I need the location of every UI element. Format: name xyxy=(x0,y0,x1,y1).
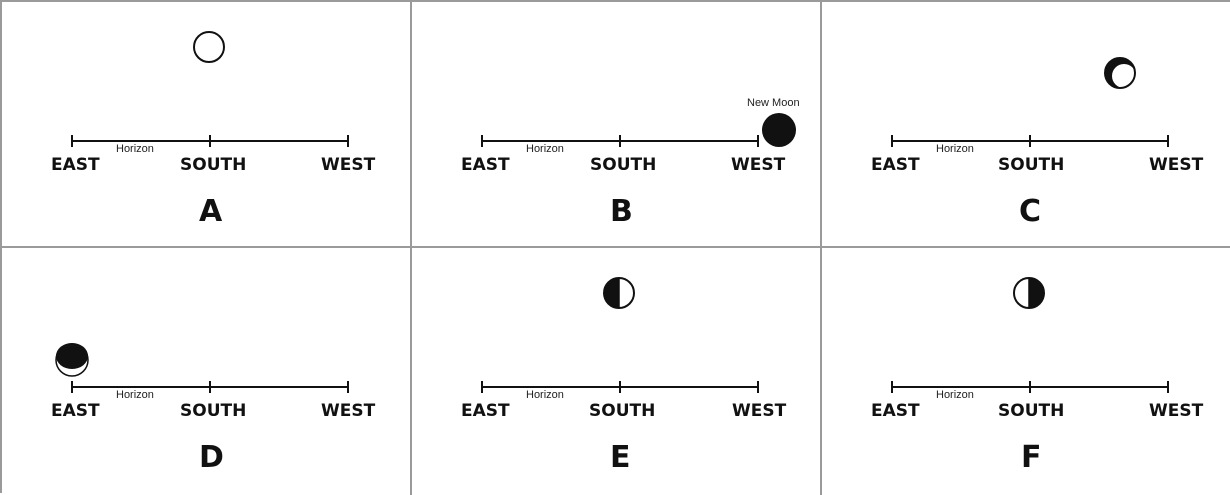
panel-b: New Moon Horizon EAST SOUTH WEST B xyxy=(412,2,822,248)
west-label: WEST xyxy=(731,155,786,175)
south-label: SOUTH xyxy=(180,401,246,421)
moon-waxing-crescent xyxy=(1105,58,1136,88)
east-label: EAST xyxy=(51,155,100,175)
east-label: EAST xyxy=(871,401,920,421)
panel-f-diagram: Horizon EAST SOUTH WEST F xyxy=(822,248,1230,494)
horizon-label: Horizon xyxy=(936,143,974,155)
west-label: WEST xyxy=(732,401,787,421)
south-label: SOUTH xyxy=(590,155,656,175)
panel-letter: B xyxy=(610,194,633,229)
horizon-label: Horizon xyxy=(526,389,564,401)
panel-a-diagram: Horizon EAST SOUTH WEST A xyxy=(2,2,412,248)
panel-e: Horizon EAST SOUTH WEST E xyxy=(412,248,822,495)
panel-c: Horizon EAST SOUTH WEST C xyxy=(822,2,1230,248)
south-label: SOUTH xyxy=(180,155,246,175)
panel-a: Horizon EAST SOUTH WEST A xyxy=(2,2,412,248)
panel-d-diagram: Horizon EAST SOUTH WEST D xyxy=(2,248,412,494)
panel-letter: F xyxy=(1021,440,1042,475)
east-label: EAST xyxy=(51,401,100,421)
horizon-label: Horizon xyxy=(116,389,154,401)
moon-waning-crescent xyxy=(56,343,88,376)
east-label: EAST xyxy=(461,155,510,175)
panel-e-diagram: Horizon EAST SOUTH WEST E xyxy=(412,248,822,494)
panel-f: Horizon EAST SOUTH WEST F xyxy=(822,248,1230,495)
panel-letter: A xyxy=(199,194,223,229)
south-label: SOUTH xyxy=(998,155,1064,175)
east-label: EAST xyxy=(871,155,920,175)
panel-b-diagram: New Moon Horizon EAST SOUTH WEST B xyxy=(412,2,822,248)
west-label: WEST xyxy=(1149,401,1204,421)
moon-new xyxy=(762,113,796,147)
moon-first-quarter xyxy=(1014,278,1044,308)
moon-third-quarter xyxy=(604,278,634,308)
west-label: WEST xyxy=(321,401,376,421)
panel-letter: E xyxy=(610,440,631,475)
moon-full xyxy=(194,32,224,62)
panel-letter: C xyxy=(1019,194,1041,229)
east-label: EAST xyxy=(461,401,510,421)
west-label: WEST xyxy=(321,155,376,175)
horizon-label: Horizon xyxy=(116,143,154,155)
horizon-label: Horizon xyxy=(936,389,974,401)
horizon-label: Horizon xyxy=(526,143,564,155)
panel-d: Horizon EAST SOUTH WEST D xyxy=(2,248,412,495)
panel-c-diagram: Horizon EAST SOUTH WEST C xyxy=(822,2,1230,248)
south-label: SOUTH xyxy=(998,401,1064,421)
new-moon-label: New Moon xyxy=(747,97,800,109)
south-label: SOUTH xyxy=(589,401,655,421)
west-label: WEST xyxy=(1149,155,1204,175)
panel-letter: D xyxy=(199,440,224,475)
